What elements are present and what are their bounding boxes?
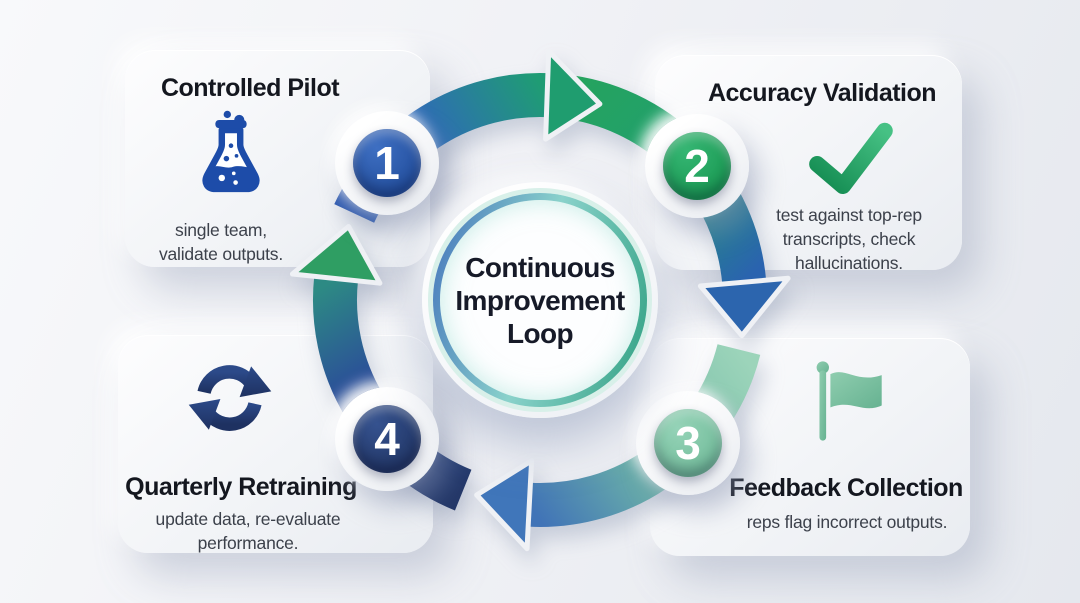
card-description: update data, re-evaluate performance.: [155, 509, 341, 553]
checkmark-icon: [803, 109, 898, 204]
card-title: Controlled Pilot: [160, 74, 340, 102]
flag-icon: [800, 358, 895, 453]
center-hub-inner: Continuous Improvement Loop: [440, 200, 640, 400]
center-hub: Continuous Improvement Loop: [422, 182, 658, 418]
card-title: Feedback Collection: [729, 474, 963, 502]
step-number: 4: [353, 405, 421, 473]
step-number: 2: [663, 132, 731, 200]
step-number: 1: [353, 129, 421, 197]
card-title: Quarterly Retraining: [125, 473, 357, 501]
step-badge-1: 1: [335, 111, 439, 215]
arrowhead-top-right-icon: [543, 48, 603, 142]
step-badge-2: 2: [645, 114, 749, 218]
card-description: reps flag incorrect outputs.: [746, 512, 948, 532]
flask-icon: [185, 108, 277, 200]
card-description: single team, validate outputs.: [158, 220, 284, 264]
step-badge-4: 4: [335, 387, 439, 491]
refresh-icon: [182, 351, 278, 447]
arrowhead-right-down-icon: [697, 275, 791, 339]
center-title: Continuous Improvement Loop: [455, 251, 625, 349]
card-title: Accuracy Validation: [707, 79, 937, 107]
center-hub-ring: Continuous Improvement Loop: [433, 193, 647, 407]
arrowhead-bottom-left-icon: [474, 458, 535, 552]
step-number: 3: [654, 409, 722, 477]
card-description: test against top-rep transcripts, check …: [776, 205, 922, 273]
step-badge-3: 3: [636, 391, 740, 495]
